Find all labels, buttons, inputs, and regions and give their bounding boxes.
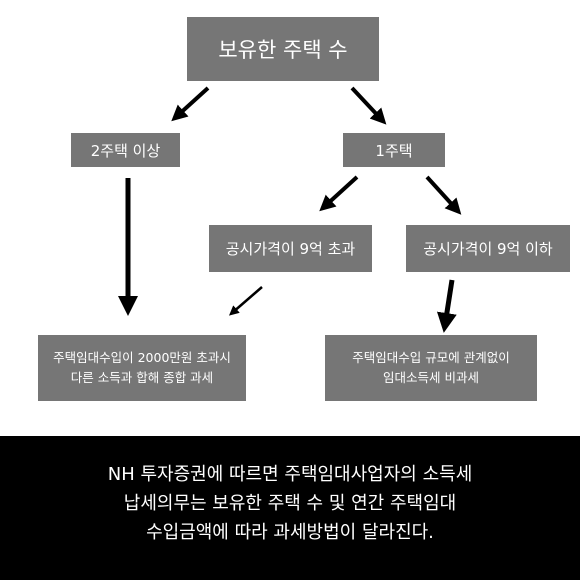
arrow-root-to-one <box>350 86 387 125</box>
result-taxed-line: 주택임대수입이 2000만원 초과시 <box>53 350 231 365</box>
arrow-one-to-under <box>425 175 462 215</box>
caption-line: 납세의무는 보유한 주택 수 및 연간 주택임대 <box>123 493 457 514</box>
arrow-root-to-two <box>171 86 210 122</box>
result-taxed-line: 다른 소득과 합해 종합 과세 <box>70 370 214 385</box>
caption-panel: NH 투자증권에 따르면 주택임대사업자의 소득세 납세의무는 보유한 주택 수… <box>0 436 580 580</box>
arrow-over-to-taxed <box>228 286 263 316</box>
result-exempt-line: 임대소득세 비과세 <box>383 370 479 385</box>
one-house-node: 1주택 <box>343 133 445 167</box>
two-plus-houses-node: 2주택 이상 <box>71 133 180 167</box>
caption-line: 수입금액에 따라 과세방법이 달라진다. <box>146 522 434 543</box>
price-over-node: 공시가격이 9억 초과 <box>209 225 372 272</box>
result-exempt-node: 주택임대수입 규모에 관계없이 임대소득세 비과세 <box>325 335 537 401</box>
two-plus-houses-label: 2주택 이상 <box>90 141 161 160</box>
arrow-under-to-exempt <box>436 279 457 333</box>
flow-arrows <box>118 86 462 333</box>
root-node: 보유한 주택 수 <box>187 17 379 81</box>
result-taxed-node: 주택임대수입이 2000만원 초과시 다른 소득과 합해 종합 과세 <box>38 335 246 401</box>
arrow-one-to-over <box>319 175 359 212</box>
price-under-label: 공시가격이 9억 이하 <box>423 240 553 258</box>
root-node-label: 보유한 주택 수 <box>218 38 348 62</box>
caption-line: NH 투자증권에 따르면 주택임대사업자의 소득세 <box>107 464 473 485</box>
price-under-node: 공시가격이 9억 이하 <box>406 225 570 272</box>
result-exempt-line: 주택임대수입 규모에 관계없이 <box>352 350 510 365</box>
price-over-label: 공시가격이 9억 초과 <box>225 240 356 258</box>
one-house-label: 1주택 <box>375 141 413 160</box>
